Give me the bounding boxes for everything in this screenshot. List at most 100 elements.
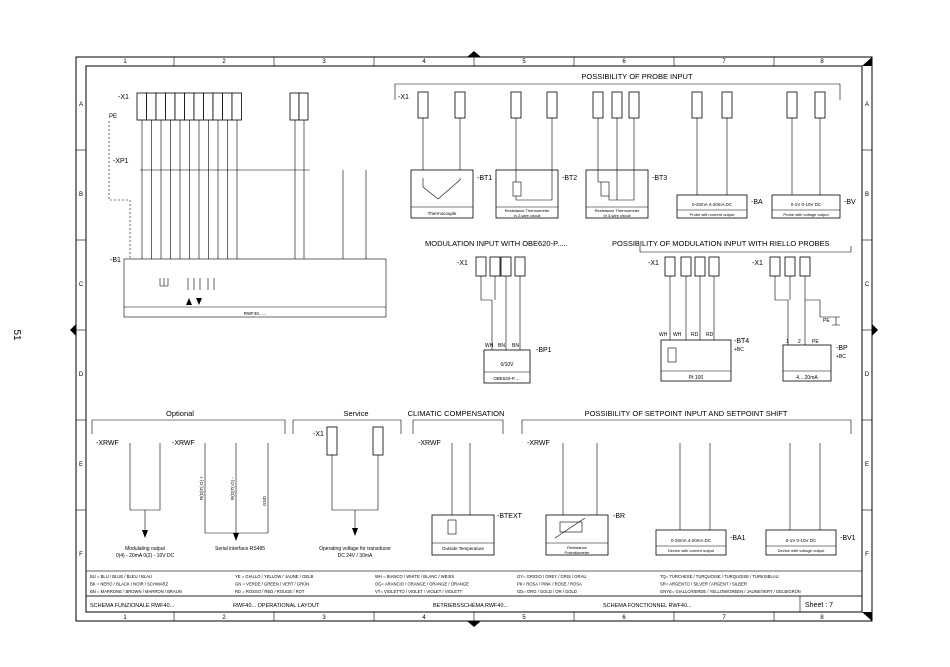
terminal [174,92,185,121]
arrow-down-icon [233,533,239,541]
resistor-icon [512,181,522,197]
ba-range: 0-20mA 4-20mA DC [692,202,733,207]
legend-entry: BU = BLU / BLUE / BLEU / BLAU [90,574,152,579]
b1-device-name: RWF40...... [244,311,267,316]
row-label: F [865,552,869,558]
terminal [592,91,604,119]
legend-entry: YE = GIALLO / YELLOW / JAUNE / GELB [235,574,313,579]
bv1-caption: Device with voltage output [778,548,826,553]
b1-controller-box [123,258,387,318]
column-label: 7 [722,615,726,621]
optional-xrwf-1: -XRWF [96,440,119,447]
bt3-caption-1: Resistance Thermometer [595,208,641,213]
pt100-label: Pt 100 [689,375,704,381]
terminal [680,256,692,277]
thermocouple-box [410,169,474,219]
terminal [799,256,811,277]
legend-entry: VT= VIOLETTO / VIOLET / VIOLET / VIOLETT [375,589,463,594]
br-tag: -BR [613,513,625,520]
color-legend: BU = BLU / BLUE / BLEU / BLAU YE = GIALLO… [90,574,801,594]
legend-entry: GD= ORO / GOLD / OR / GOLD [517,589,577,594]
corner-mark-icon [862,612,872,621]
riello-x1b: -X1 [752,260,763,267]
terminal [454,91,466,119]
terminal [708,256,720,277]
bp-term: 1 [786,339,789,345]
terminal [786,91,798,119]
obe-range: 0/10V [500,362,514,368]
setpoint-xrwf: -XRWF [527,440,550,447]
terminal [155,92,166,121]
terminal [289,92,300,121]
row-label: F [79,552,83,558]
ba-tag: -BA [751,199,763,206]
potentiometer-box [545,514,609,556]
serial-label: Serial interface RS485 [215,546,265,552]
legend-entry: TQ= TURCHESE / TURQUOISE / TURQUOISE / T… [660,574,779,579]
legend-entry: WH = BIANCO / WHITE / BLANC / WEISS [375,574,454,579]
terminal [514,256,526,277]
terminal [500,256,512,277]
row-label: A [865,102,869,108]
br-caption-1: Resistance [567,545,588,550]
service-x1: -X1 [313,431,324,438]
bt4-sub: +BC [734,347,744,353]
bp1-tag: -BP1 [536,347,552,354]
column-label: 5 [522,59,526,65]
ba1-caption: Device with current output [668,548,715,553]
riello-title: POSSIBILITY OF MODULATION INPUT WITH RIE… [612,239,830,248]
legend-entry: BN = MARRONE / BROWN / MARRON / BRAUN [90,589,182,594]
terminal [784,256,796,277]
legend-entry: OG= ARANCIO / ORANGE / ORANGE / ORANGE [375,582,469,587]
b1-label: -B1 [110,257,121,264]
top-arrow-icon [467,51,481,57]
obe-terminals [475,256,526,277]
probe-section-title: POSSIBILITY OF PROBE INPUT [581,72,693,81]
legend-entry: GNYE= GIALLO/VERDE / YELLOW/GREEN / JAUN… [660,589,801,594]
ba-caption: Probe with current output [690,212,736,217]
arrow-down-icon [142,530,148,538]
legend-entry: GN = VERDE / GREEN / VERT / GRÜN [235,582,309,587]
terminal [222,92,233,121]
title-fr: SCHEMA FONCTIONNEL RWF40... [603,603,692,609]
obe-wire-label: BN [498,343,505,349]
bottom-arrow-icon [467,621,481,627]
page-number: 51 [11,329,22,341]
bp-tag: -BP [836,345,848,352]
bt2-caption-2: In 2-wire circuit [514,213,542,218]
mod-output-1: Modulating output [125,546,165,552]
riello-bracket [640,246,852,253]
x1-terminals [136,92,242,121]
ba-box [676,194,748,219]
optional-bracket [91,419,286,434]
terminal [628,91,640,119]
terminal [814,91,826,119]
title-en: RWF40... OPERATIONAL LAYOUT [233,603,320,609]
service-text-2: DC 24V / 30mA [338,553,373,559]
probe-section-bracket [394,83,841,100]
bt2-tag: -BT2 [562,175,577,182]
bt4-tag: -BT4 [734,338,749,345]
optional-wires [129,443,269,534]
x1-label: -X1 [118,94,129,101]
terminal [193,92,204,121]
setpoint-wires [562,443,821,530]
column-labels-bottom: 1 2 3 4 5 6 7 8 [123,615,824,621]
bv-caption: Probe with voltage output [783,212,829,217]
terminal [165,92,176,121]
outside-temp-box [431,514,495,556]
service-terminals [326,426,384,456]
bv1-box [765,529,837,556]
row-label: E [865,462,869,468]
riello-wire-label: WH [659,332,668,338]
column-label: 4 [422,59,426,65]
terminal [611,91,623,119]
terminal [489,256,501,277]
terminal [691,91,703,119]
x1-terminals-13-14 [289,92,309,121]
column-label: 8 [820,59,824,65]
frame-dividers [76,57,872,621]
pt100-box [660,339,732,382]
bp-range: 4....20mA [796,375,818,381]
xp1-label: -XP1 [113,158,129,165]
